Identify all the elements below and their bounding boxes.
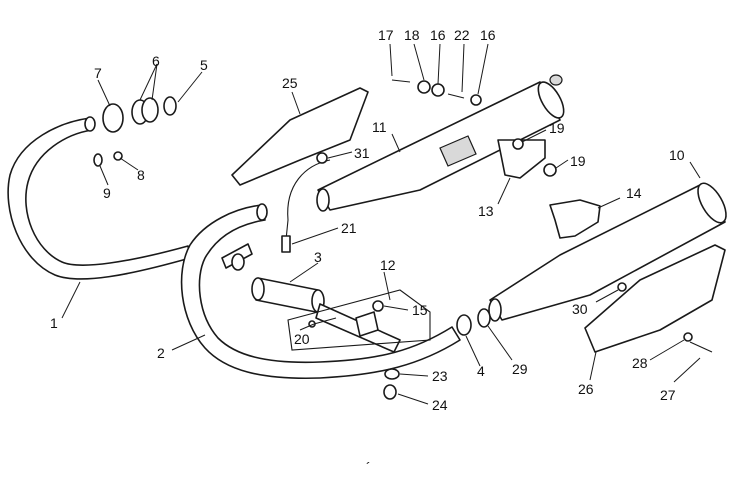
bracket-13 xyxy=(497,139,546,179)
callout-18: 18 xyxy=(404,27,420,43)
callout-22: 22 xyxy=(454,27,470,43)
sleeve-9 xyxy=(93,153,103,167)
callout-2: 2 xyxy=(157,345,165,361)
callout-26: 26 xyxy=(578,381,594,397)
footer-mark: ´ xyxy=(366,459,371,475)
heat-shield-26 xyxy=(584,244,726,353)
callout-3: 3 xyxy=(314,249,322,265)
callout-30: 30 xyxy=(572,301,588,317)
washer-30 xyxy=(617,282,627,292)
clip-31 xyxy=(316,152,328,164)
callout-19a: 19 xyxy=(549,120,565,136)
clamp-4 xyxy=(456,314,472,336)
leader-lines xyxy=(61,43,701,405)
callout-9: 9 xyxy=(103,185,111,201)
callout-29: 29 xyxy=(512,361,528,377)
callout-12: 12 xyxy=(380,257,396,273)
callout-11: 11 xyxy=(372,119,387,135)
callout-24: 24 xyxy=(432,397,448,413)
header-pipe-2 xyxy=(180,203,461,380)
muffler-11 xyxy=(316,74,565,212)
callout-23: 23 xyxy=(432,368,448,384)
callout-13: 13 xyxy=(478,203,494,219)
callout-labels: 1 2 3 4 5 6 7 8 9 10 11 12 13 14 15 16 1… xyxy=(50,27,685,475)
callout-1: 1 xyxy=(50,315,58,331)
callout-15: 15 xyxy=(412,302,428,318)
nut-19-lower xyxy=(543,163,557,177)
callout-28: 28 xyxy=(632,355,648,371)
callout-20: 20 xyxy=(294,331,310,347)
callout-16b: 16 xyxy=(480,27,496,43)
callout-16a: 16 xyxy=(430,27,446,43)
header-pipe-1 xyxy=(7,116,191,280)
callout-10: 10 xyxy=(669,147,685,163)
callout-17: 17 xyxy=(378,27,394,43)
bracket-14 xyxy=(549,199,601,239)
flange-assembly-6 xyxy=(102,96,177,133)
callout-21: 21 xyxy=(341,220,357,236)
callout-31: 31 xyxy=(354,145,370,161)
callout-5: 5 xyxy=(200,57,208,73)
callout-7: 7 xyxy=(94,65,102,81)
collector-3 xyxy=(251,277,401,353)
muffler-10 xyxy=(488,182,727,322)
washer-28 xyxy=(683,332,693,342)
callout-8: 8 xyxy=(137,167,145,183)
callout-6: 6 xyxy=(152,53,160,69)
nut-24 xyxy=(383,384,397,400)
group-box-12 xyxy=(287,289,431,351)
gasket-29 xyxy=(477,308,491,328)
callout-19b: 19 xyxy=(570,153,586,169)
callout-25: 25 xyxy=(282,75,298,91)
clamp-15 xyxy=(355,300,384,337)
nut-23 xyxy=(384,368,400,380)
nut-19-upper xyxy=(512,138,524,150)
callout-4: 4 xyxy=(477,363,485,379)
callout-14: 14 xyxy=(626,185,642,201)
bolt-27 xyxy=(689,341,713,353)
bolt-stack-16-22 xyxy=(391,79,482,106)
heat-shield-25 xyxy=(231,87,369,186)
callout-27: 27 xyxy=(660,387,676,403)
